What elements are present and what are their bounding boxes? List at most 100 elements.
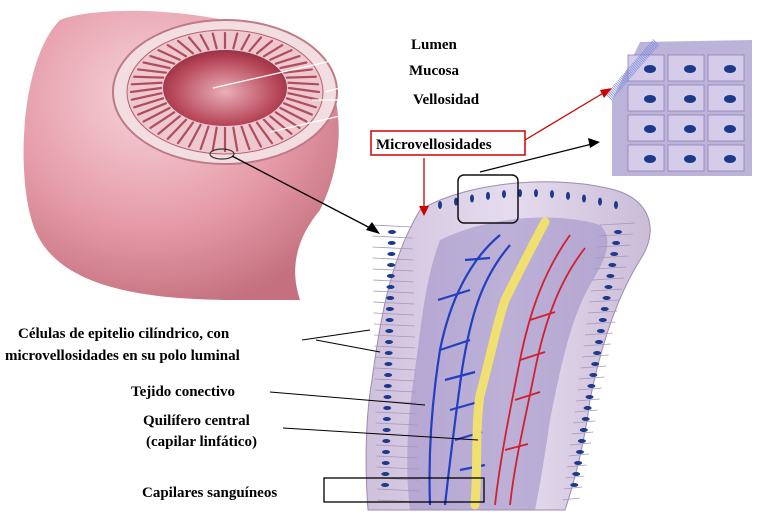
microvillus — [635, 58, 643, 66]
microvillus — [629, 65, 637, 73]
villus-fold — [130, 92, 163, 101]
villus-fold — [176, 121, 195, 145]
nucleus — [387, 263, 396, 267]
villus-fold — [199, 125, 210, 151]
microvillus — [645, 47, 652, 55]
leader-tejido — [269, 391, 426, 406]
nucleus — [574, 461, 583, 465]
nucleus — [381, 472, 390, 476]
nucleus — [579, 428, 588, 432]
arrows — [231, 88, 612, 234]
label-microvellosidades: Microvellosidades — [376, 137, 492, 153]
microvillus — [626, 69, 633, 77]
villus-fold — [187, 36, 202, 53]
villus-fold — [287, 81, 320, 86]
nucleus — [583, 406, 592, 410]
villus-fold — [133, 97, 165, 109]
microvillus — [651, 40, 658, 48]
cell-border — [374, 378, 417, 382]
pointer-vellosidad-2 — [269, 99, 411, 133]
cell-border — [593, 266, 627, 270]
villus-fold — [176, 39, 195, 55]
nucleus — [388, 230, 396, 234]
nucleus — [486, 191, 490, 200]
cell-border — [374, 389, 417, 393]
cell-border — [599, 222, 636, 226]
label-quilifero-line2: (capilar linfático) — [146, 434, 257, 450]
inset-microvilli-fringe — [605, 39, 660, 101]
microvillus — [623, 72, 631, 80]
epithelial-nuclei — [381, 189, 622, 487]
arrow-to-villus-head — [366, 222, 380, 234]
nucleus — [385, 340, 393, 344]
label-quilifero-line1: Quilífero central — [143, 413, 250, 429]
cell-border — [374, 345, 416, 349]
cell-border — [590, 288, 622, 292]
nucleus — [381, 461, 390, 465]
nucleus — [383, 395, 392, 399]
nucleus — [614, 201, 618, 209]
nucleus — [589, 373, 598, 377]
villus-fold — [274, 54, 301, 65]
nucleus — [454, 197, 458, 206]
microvilli-highlight-box — [457, 174, 519, 224]
villus-fold — [269, 49, 293, 61]
nucleus — [384, 351, 393, 355]
blood-capillaries-red — [494, 234, 586, 506]
villus-fold — [166, 118, 188, 140]
cell-border — [596, 244, 631, 248]
villus-fold — [199, 33, 210, 51]
cell-border — [376, 455, 419, 459]
nucleus — [518, 189, 522, 198]
nucleus — [606, 274, 615, 278]
nucleus — [384, 373, 393, 377]
microvillus — [642, 50, 650, 57]
villus-fold — [142, 61, 171, 70]
villus-fold — [240, 125, 251, 151]
inset-nucleus — [684, 155, 696, 163]
vein-segment — [428, 234, 501, 506]
nucleus — [502, 190, 506, 199]
villus-fold — [211, 126, 218, 152]
inset-nucleus — [684, 95, 696, 103]
nucleus — [384, 362, 393, 366]
cell-border — [374, 367, 416, 371]
cell-border — [587, 310, 618, 314]
villus-fold — [232, 126, 239, 152]
artery-segment — [494, 234, 571, 506]
microvillus — [634, 60, 642, 67]
villus-fold — [274, 111, 301, 130]
villus-fold — [269, 115, 293, 135]
villus-fold — [130, 81, 163, 86]
inset-nucleus — [684, 125, 696, 133]
pointer-lumen — [212, 43, 406, 89]
cell-border — [578, 376, 605, 380]
cell-border — [568, 453, 589, 457]
microvillus — [621, 75, 628, 83]
inset-nucleus — [724, 95, 736, 103]
inset-nucleus — [724, 125, 736, 133]
nucleus — [438, 201, 442, 209]
cell-border — [373, 334, 416, 338]
capilares-box — [323, 477, 485, 503]
microvillus — [605, 93, 613, 101]
cell-border — [371, 224, 413, 228]
cell-border — [584, 332, 614, 336]
microvellosidades-label-box — [370, 130, 526, 156]
villus-fold — [279, 61, 308, 70]
nucleus — [534, 189, 538, 198]
villus-fold — [255, 39, 274, 55]
arrow-red-to-inset — [524, 91, 606, 141]
nucleus — [612, 241, 621, 245]
nucleus — [383, 406, 392, 410]
leader-celulas-2 — [315, 339, 381, 353]
microvillus — [612, 85, 620, 92]
pointer-mucosa — [324, 69, 406, 93]
nucleus — [598, 318, 607, 322]
microvillus — [639, 54, 646, 62]
villus-fold — [166, 44, 188, 58]
inset-nucleus — [644, 95, 656, 103]
inset-cells — [627, 54, 745, 172]
cell-border — [375, 444, 419, 448]
